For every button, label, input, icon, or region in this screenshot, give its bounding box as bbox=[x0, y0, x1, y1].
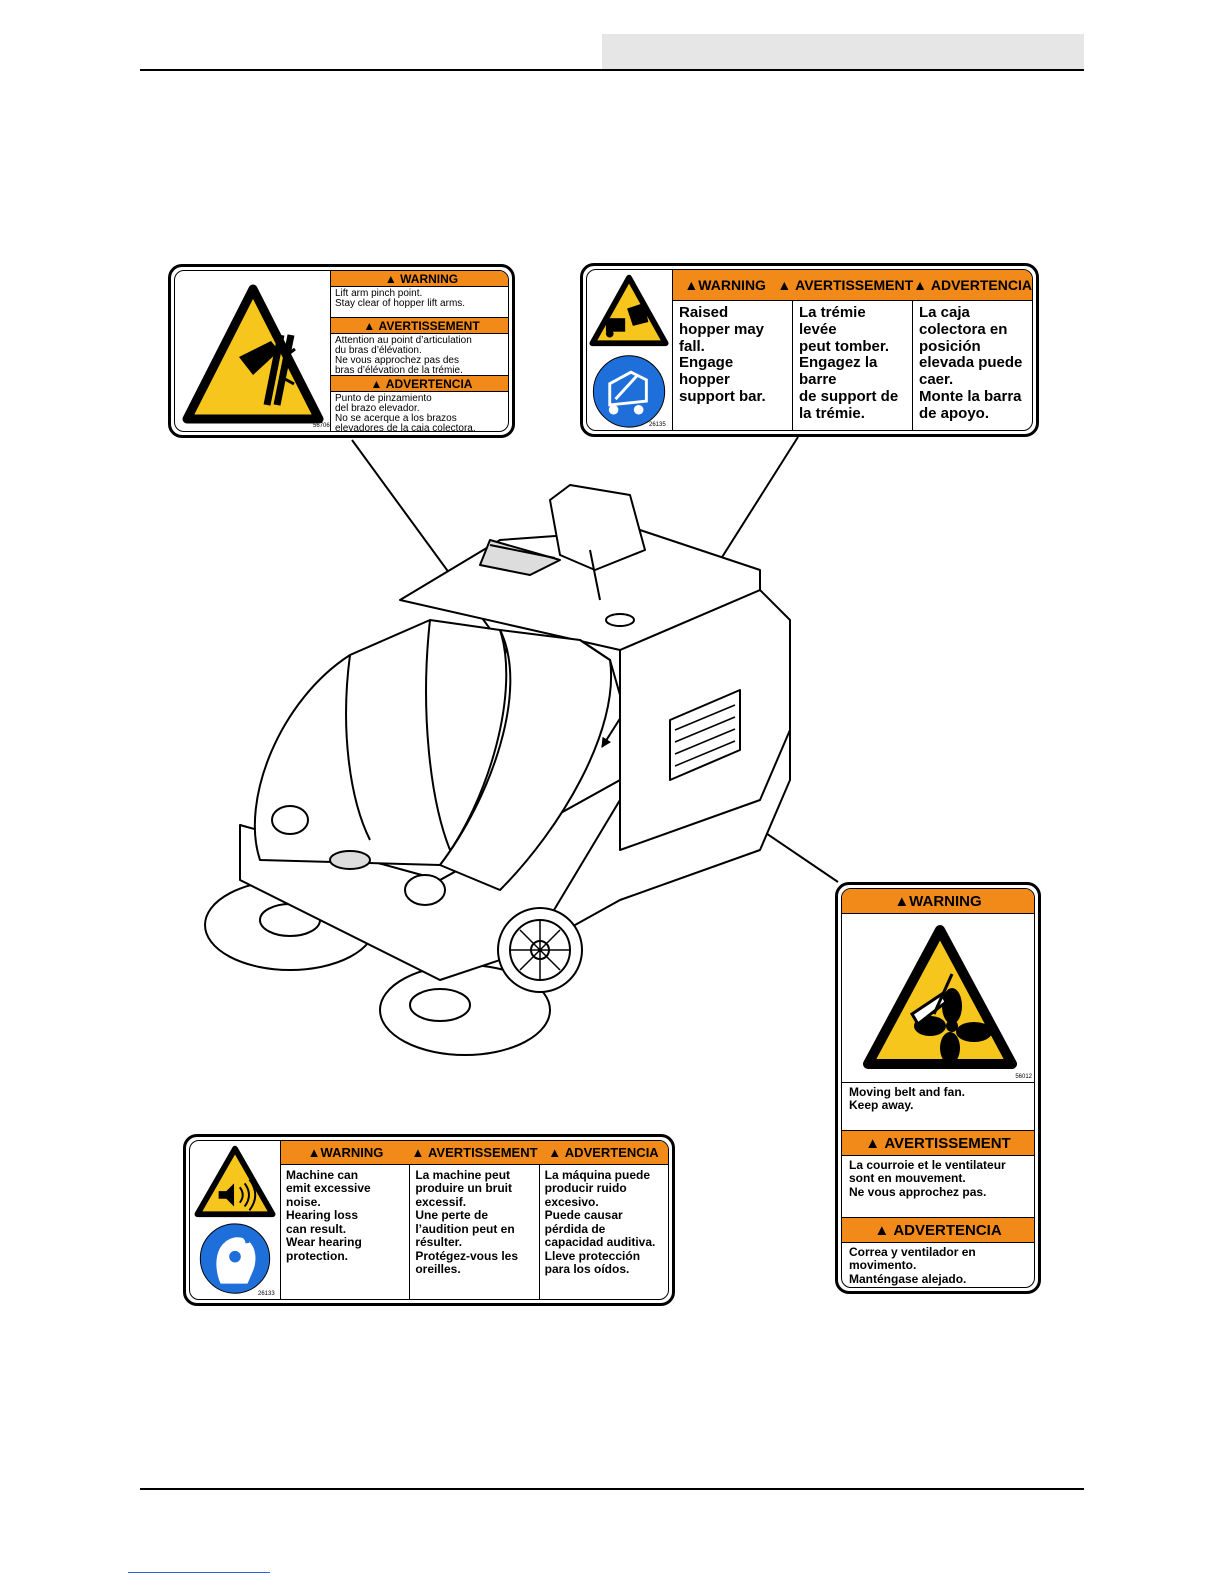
decal2-text-es: La caja colectora en posición elevada pu… bbox=[912, 301, 1032, 430]
warning-triangle-icon: ▲ bbox=[894, 892, 910, 910]
decal4-text-fr: La machine peut produire un bruit excess… bbox=[409, 1165, 538, 1299]
decal3-heading-en: WARNING bbox=[909, 892, 982, 910]
warning-triangle-icon: ▲ bbox=[384, 271, 397, 286]
warning-decal-belt-fan: ▲WARNING 56012 Moving belt and fan. Keep… bbox=[835, 882, 1041, 1294]
decal1-heading-es: ADVERTENCIA bbox=[385, 376, 473, 391]
decal2-text-en: Raised hopper may fall. Engage hopper su… bbox=[679, 304, 766, 405]
sweeper-machine-illustration bbox=[204, 484, 791, 1056]
belt-fan-icon bbox=[863, 925, 1017, 1069]
decal1-heading-fr: AVERTISSEMENT bbox=[378, 318, 480, 333]
header-band bbox=[602, 34, 1084, 70]
falling-hopper-icon bbox=[589, 274, 669, 428]
top-rule bbox=[140, 69, 1084, 71]
warning-decal-noise: 26133 ▲WARNING ▲ AVERTISSEMENT ▲ ADVERTE… bbox=[183, 1134, 675, 1306]
decal1-heading-en: WARNING bbox=[400, 271, 459, 286]
decal3-text-en: Moving belt and fan. Keep away. bbox=[842, 1083, 1034, 1131]
decal4-heading-es: ADVERTENCIA bbox=[564, 1145, 659, 1160]
warning-decal-lift-arm: ▲ WARNING Lift arm pinch point. Stay cle… bbox=[168, 264, 515, 438]
decal4-text-es: La máquina puede producir ruido excesivo… bbox=[538, 1165, 668, 1299]
warning-decal-raised-hopper: 26135 ▲WARNING ▲ AVERTISSEMENT ▲ ADVERTE… bbox=[580, 263, 1039, 437]
decal2-heading-en: WARNING bbox=[698, 277, 766, 293]
decal1-code: 56706 bbox=[313, 423, 330, 429]
decal3-heading-fr: AVERTISSEMENT bbox=[884, 1134, 1011, 1152]
decal3-text-es: Correa y ventilador en movimento. Mantén… bbox=[849, 1245, 976, 1286]
decal2-code: 26135 bbox=[649, 422, 666, 428]
decal4-code: 26133 bbox=[258, 1291, 275, 1297]
decal3-heading-es: ADVERTENCIA bbox=[893, 1221, 1002, 1239]
decal2-text-fr: La trémie levée peut tomber. Engagez la … bbox=[792, 301, 912, 430]
footer-link-underline[interactable] bbox=[128, 1572, 270, 1573]
pinch-point-icon bbox=[182, 284, 324, 424]
decal2-heading-es: ADVERTENCIA bbox=[930, 277, 1032, 293]
decal4-heading-fr: AVERTISSEMENT bbox=[427, 1145, 538, 1160]
decal3-code: 56012 bbox=[1015, 1074, 1032, 1080]
decal3-text-fr: La courroie et le ventilateur sont en mo… bbox=[842, 1156, 1034, 1218]
decal1-text-fr: Attention au point d’articulation du bra… bbox=[331, 334, 508, 376]
support-bar-icon bbox=[592, 355, 666, 428]
bottom-rule bbox=[140, 1488, 1084, 1490]
noise-icon bbox=[194, 1145, 276, 1294]
decal1-text-en: Lift arm pinch point. Stay clear of hopp… bbox=[331, 287, 508, 318]
decal4-text-en: Machine can emit excessive noise. Hearin… bbox=[286, 1168, 371, 1263]
decal2-heading-fr: AVERTISSEMENT bbox=[795, 277, 914, 293]
decal1-text-es: Punto de pinzamiento del brazo elevador.… bbox=[335, 393, 476, 432]
decal4-heading-en: WARNING bbox=[320, 1145, 384, 1160]
